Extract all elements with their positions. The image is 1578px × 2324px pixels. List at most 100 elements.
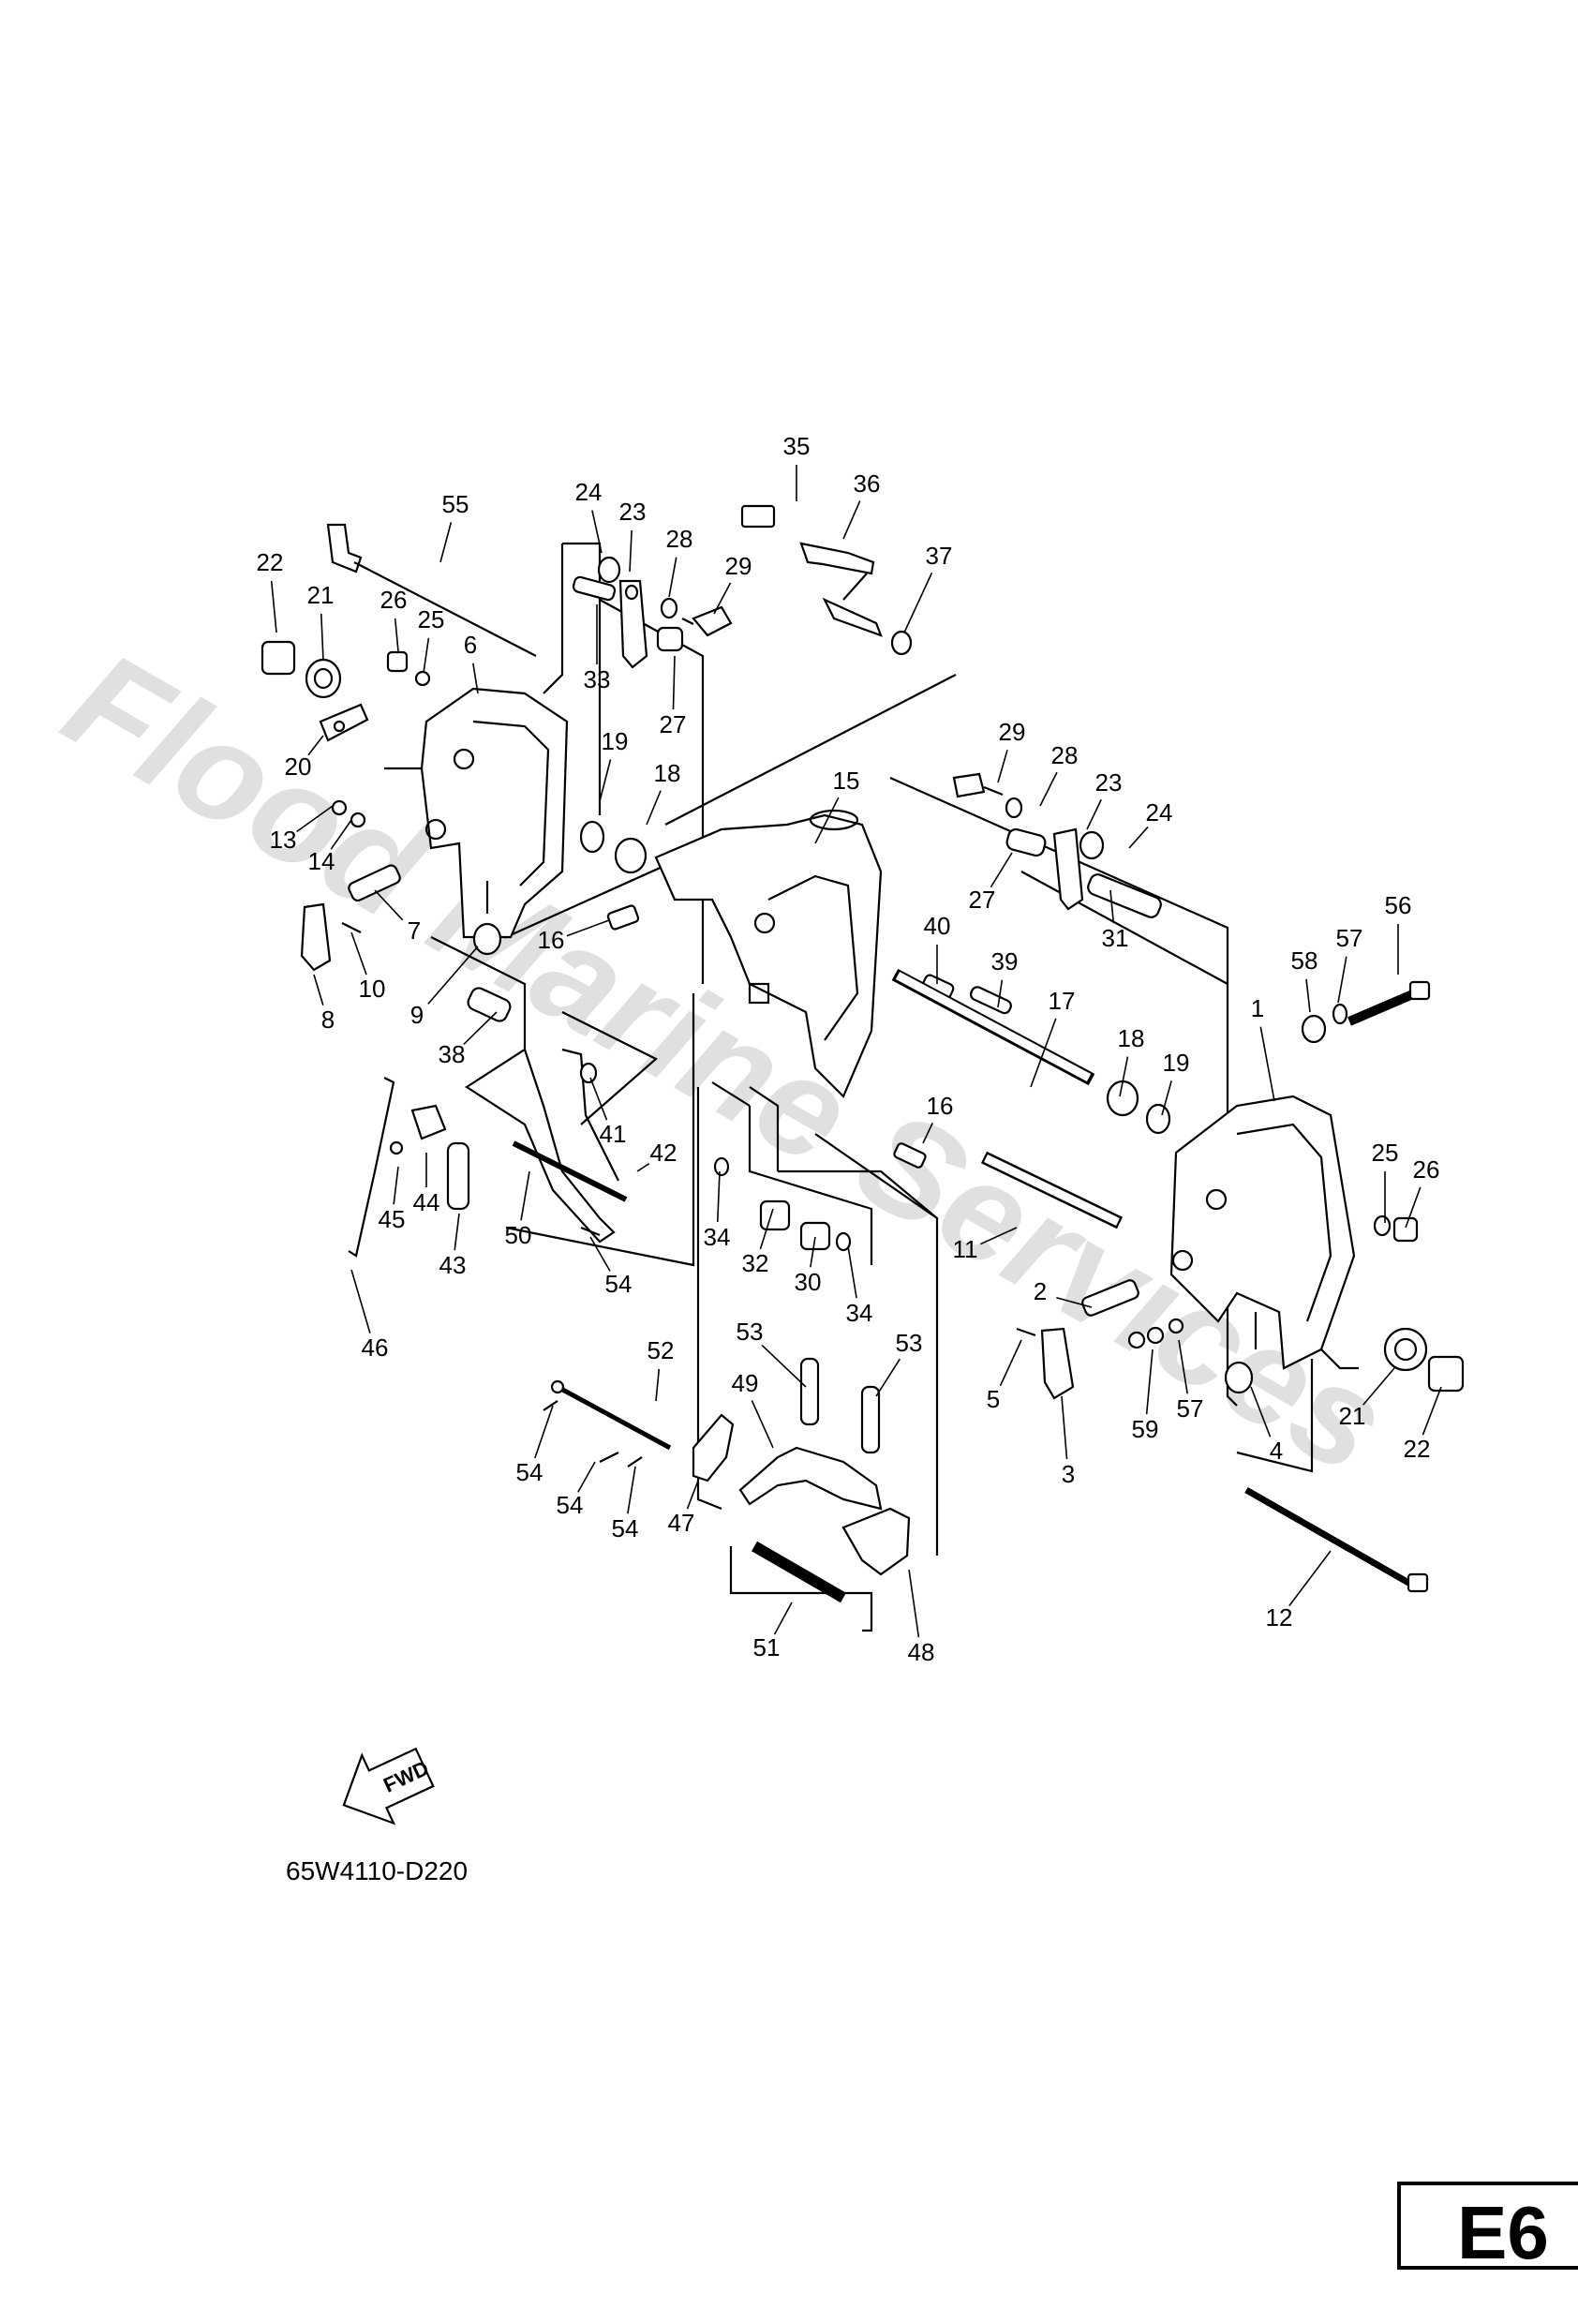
- callout-leader: [1405, 1186, 1422, 1229]
- callout-c4: 4: [1250, 1386, 1283, 1465]
- callout-leader: [999, 1339, 1022, 1386]
- callout-number: 38: [439, 1040, 466, 1068]
- callout-c54b: 54: [516, 1405, 554, 1486]
- callout-number: 51: [753, 1633, 781, 1661]
- callout-number: 36: [854, 469, 881, 498]
- callout-number: 54: [605, 1270, 633, 1298]
- watermark: Flood Marine Services: [41, 620, 1412, 1503]
- part-28-clip-b: [1005, 797, 1023, 819]
- callout-leader: [472, 663, 479, 694]
- callout-number: 54: [516, 1458, 543, 1486]
- callout-leader: [296, 805, 334, 833]
- callout-leader: [394, 618, 399, 652]
- part-30-collar: [799, 1221, 831, 1251]
- callout-number: 27: [969, 886, 996, 914]
- callout-number: 25: [1372, 1139, 1399, 1167]
- part-58-washer: [1301, 1014, 1327, 1044]
- callout-c37: 37: [903, 542, 952, 633]
- callout-c57b: 57: [1177, 1339, 1203, 1423]
- callout-c33: 33: [584, 604, 610, 693]
- callout-leader: [1056, 1296, 1093, 1308]
- callout-leader: [439, 522, 453, 563]
- part-43-spring: [446, 1141, 470, 1211]
- part-21-nut-right: [1383, 1327, 1428, 1372]
- callout-c8: 8: [313, 974, 335, 1034]
- callout-number: 10: [359, 975, 386, 1003]
- callout-number: 20: [285, 752, 312, 781]
- callout-c46: 46: [350, 1269, 388, 1362]
- callout-leader: [591, 510, 603, 554]
- callout-number: 18: [1118, 1024, 1145, 1052]
- part-39-pin: [969, 986, 1012, 1015]
- callout-number: 54: [612, 1514, 639, 1542]
- callout-leader: [847, 1245, 857, 1299]
- callout-number: 42: [650, 1139, 677, 1167]
- callout-leader: [1288, 1550, 1332, 1607]
- callout-c16b: 16: [922, 1092, 953, 1144]
- part-16-grease-nipple-a: [606, 904, 640, 931]
- callout-c30: 30: [795, 1236, 821, 1296]
- callout-number: 26: [1413, 1155, 1440, 1184]
- callout-number: 43: [439, 1251, 467, 1279]
- callout-leader: [686, 1480, 699, 1510]
- callout-number: 59: [1132, 1415, 1159, 1443]
- callout-number: 8: [321, 1006, 335, 1034]
- part-32-collar: [759, 1199, 791, 1231]
- page-label-box: E6: [1397, 2182, 1578, 2274]
- part-10-pin: [341, 922, 362, 933]
- callout-c11: 11: [953, 1227, 1018, 1263]
- callout-number: 34: [704, 1223, 731, 1251]
- part-9-bushing: [472, 922, 502, 956]
- part-18-bushing-a: [614, 837, 648, 874]
- callout-leader: [350, 931, 367, 976]
- callout-number: 21: [1339, 1402, 1366, 1430]
- part-59-nut: [1127, 1326, 1165, 1349]
- part-41-clip: [579, 1062, 598, 1084]
- callout-number: 3: [1062, 1460, 1075, 1488]
- part-12-through-bolt: [1244, 1486, 1429, 1593]
- callout-leader: [773, 1601, 793, 1635]
- part-52-rod: [550, 1379, 672, 1451]
- callout-c1: 1: [1251, 994, 1275, 1102]
- part-38-collar: [467, 987, 512, 1022]
- part-4-bushing: [1224, 1361, 1254, 1394]
- callout-c34a: 34: [704, 1170, 731, 1251]
- callout-leader: [1250, 1386, 1272, 1438]
- callout-leader: [1128, 826, 1149, 849]
- callout-number: 16: [538, 926, 565, 954]
- callout-c39: 39: [991, 947, 1018, 1008]
- callout-leader: [1422, 1386, 1442, 1436]
- callout-number: 45: [379, 1205, 406, 1233]
- part-33-pin: [572, 575, 617, 602]
- callout-c25b: 25: [1372, 1139, 1399, 1223]
- callout-number: 17: [1049, 987, 1076, 1015]
- part-16-grease-nipple-b: [893, 1142, 927, 1169]
- part-20-plate: [319, 703, 369, 742]
- callout-number: 15: [833, 767, 860, 795]
- callout-c54c: 54: [557, 1461, 596, 1519]
- part-54-pin-d: [627, 1456, 643, 1467]
- part-23-link-a: [618, 579, 648, 669]
- callout-c18a: 18: [646, 759, 680, 826]
- callout-c21b: 21: [1339, 1367, 1395, 1430]
- callout-c35: 35: [783, 432, 810, 501]
- callout-leader: [997, 979, 1004, 1008]
- callout-leader: [330, 819, 352, 850]
- part-29-bolt-b: [952, 772, 1004, 798]
- callout-c12: 12: [1266, 1550, 1332, 1631]
- callout-c28a: 28: [666, 525, 692, 598]
- callout-leader: [1337, 956, 1347, 1004]
- callout-c54a: 54: [589, 1236, 633, 1298]
- part-3-lock-plate: [1040, 1327, 1075, 1400]
- callout-number: 54: [557, 1491, 584, 1519]
- callout-number: 6: [464, 631, 477, 659]
- callout-leader: [313, 974, 324, 1006]
- callout-c45: 45: [379, 1166, 406, 1233]
- part-54-pin-c: [599, 1452, 619, 1463]
- drawing-code: 65W4110-D220: [286, 1856, 468, 1885]
- callout-leader: [577, 1461, 596, 1493]
- callout-c40: 40: [924, 912, 950, 984]
- callout-number: 27: [660, 710, 687, 738]
- callout-c5: 5: [987, 1339, 1022, 1413]
- part-5-pin: [1016, 1327, 1036, 1337]
